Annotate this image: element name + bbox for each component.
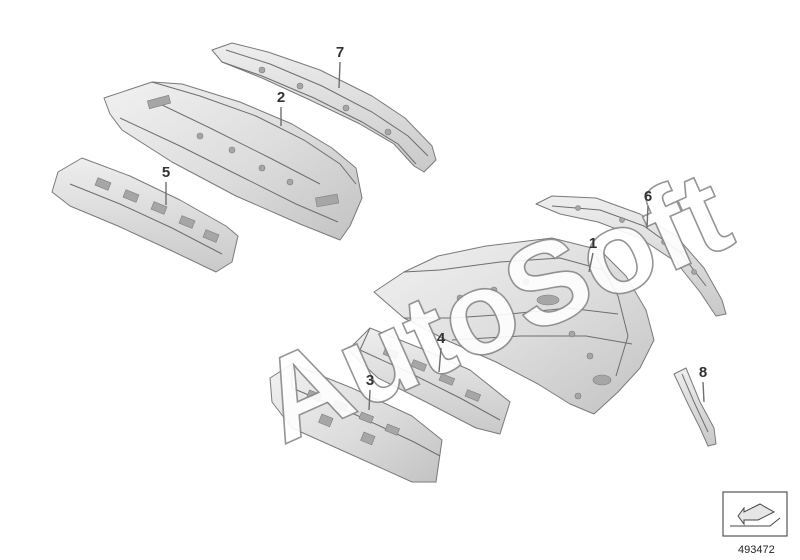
part-7-cross-member bbox=[211, 42, 437, 173]
part-number-4[interactable]: 4 bbox=[437, 330, 446, 347]
leader-line-7 bbox=[338, 61, 341, 89]
part-number-1[interactable]: 1 bbox=[589, 235, 597, 252]
part-number-5[interactable]: 5 bbox=[162, 164, 170, 181]
leader-line-3 bbox=[368, 389, 371, 411]
part-5-reinforcement bbox=[51, 157, 239, 273]
part-number-6[interactable]: 6 bbox=[644, 188, 652, 205]
leader-line-6 bbox=[646, 205, 649, 229]
part-number-7[interactable]: 7 bbox=[336, 44, 344, 61]
diagram-id: 493472 bbox=[738, 544, 775, 556]
part-labels: 1 2 3 4 5 6 7 8 bbox=[162, 44, 707, 411]
navigation-arrow-icon[interactable] bbox=[722, 491, 788, 537]
part-number-2[interactable]: 2 bbox=[277, 89, 285, 106]
part-number-8[interactable]: 8 bbox=[699, 364, 707, 381]
leader-line-8 bbox=[702, 381, 705, 403]
part-3-reinforcement bbox=[269, 363, 443, 483]
part-number-3[interactable]: 3 bbox=[366, 372, 374, 389]
leader-line-4 bbox=[438, 347, 442, 373]
part-6-rear-panel bbox=[535, 195, 727, 317]
part-1-rear-floor bbox=[373, 237, 655, 415]
leader-line-1 bbox=[588, 252, 594, 273]
part-8-bracket bbox=[673, 367, 717, 447]
part-4-cross-member bbox=[347, 327, 511, 435]
part-2-parcel-shelf bbox=[103, 81, 363, 241]
